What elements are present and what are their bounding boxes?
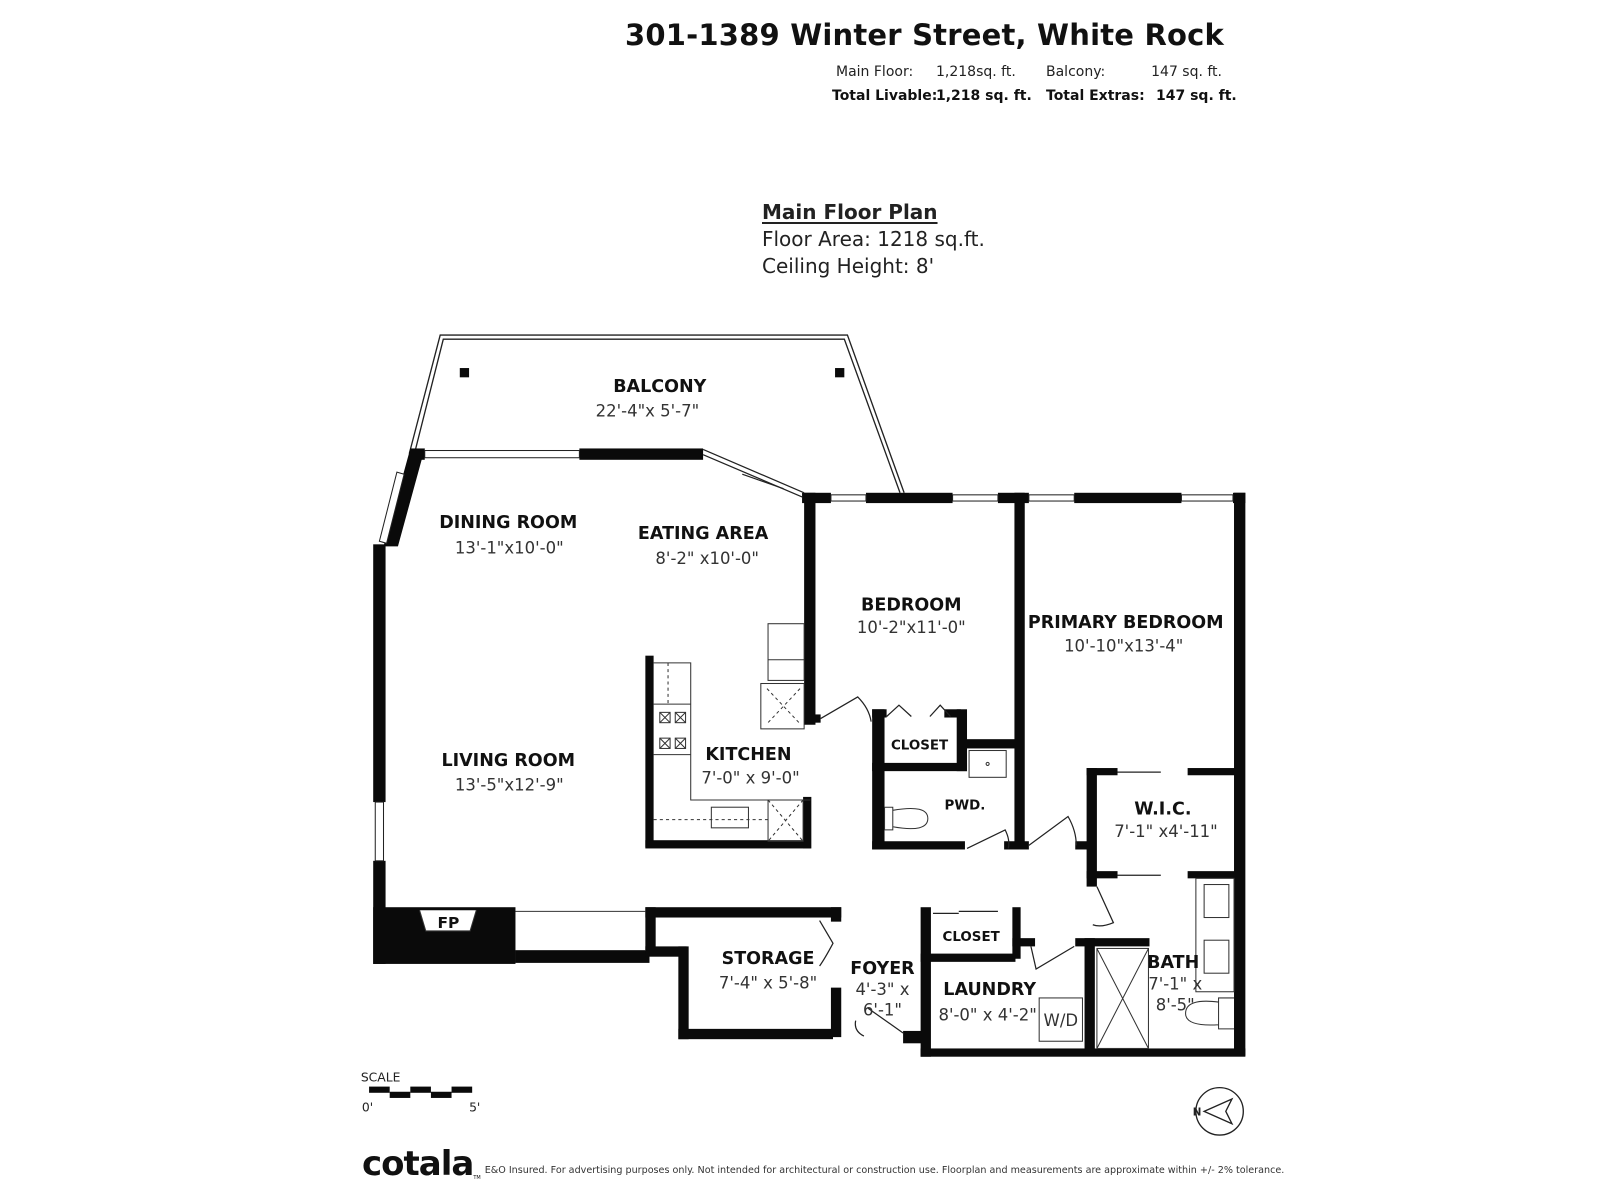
bath-name: BATH [1147, 953, 1199, 973]
bath-dims-line-2: 8'-5" [1156, 995, 1195, 1014]
scale-label: SCALE [361, 1070, 401, 1084]
disclaimer-text: E&O Insured. For advertising purposes on… [484, 1165, 1285, 1176]
total-livable-value: 1,218 sq. ft. [936, 88, 1032, 104]
eating-area-name: EATING AREA [638, 524, 769, 544]
storage-dims: 7'-4" x 5'-8" [719, 974, 817, 993]
cooktop-burners [659, 711, 687, 749]
floor-area: Floor Area: 1218 sq.ft. [762, 227, 985, 251]
foyer-dims-line-2: 6'-1" [863, 1000, 902, 1019]
fixtures [419, 623, 1235, 1049]
bedroom-closet-name: CLOSET [891, 738, 949, 753]
foyer-name: FOYER [850, 959, 915, 979]
area-summary-row-1: Main Floor: 1,218sq. ft. Balcony: 147 sq… [836, 64, 1222, 80]
total-extras-value: 147 sq. ft. [1156, 88, 1237, 104]
wic-name: W.I.C. [1134, 799, 1191, 819]
main-floor-label: Main Floor: [836, 64, 914, 80]
plan-title: Main Floor Plan [762, 200, 938, 224]
washer-dryer-label: W/D [1044, 1011, 1079, 1030]
footer: cotala TM E&O Insured. For advertising p… [362, 1147, 1284, 1181]
primary-bedroom-dims: 10'-10"x13'-4" [1064, 637, 1183, 656]
walls [373, 448, 1246, 1057]
wic-dims: 7'-1" x4'-11" [1114, 822, 1218, 841]
trademark-mark: TM [473, 1175, 481, 1181]
foyer-dims-line-1: 4'-3" x [855, 980, 909, 999]
primary-bedroom-name: PRIMARY BEDROOM [1028, 613, 1224, 633]
plan-info: Main Floor Plan Floor Area: 1218 sq.ft. … [762, 200, 985, 278]
north-compass-icon: N [1193, 1086, 1244, 1136]
total-livable-label: Total Livable: [832, 88, 938, 104]
balcony-name: BALCONY [613, 377, 706, 397]
powder-room-name: PWD. [945, 798, 986, 813]
living-room-name: LIVING ROOM [441, 751, 575, 771]
balcony-label: Balcony: [1046, 64, 1106, 80]
kitchen-name: KITCHEN [705, 745, 791, 765]
foyer-closet-name: CLOSET [943, 930, 1001, 945]
compass-north-label: N [1193, 1106, 1202, 1118]
dining-room-name: DINING ROOM [439, 513, 577, 533]
living-room-dims: 13'-5"x12'-9" [455, 776, 564, 795]
property-address: 301-1389 Winter Street, White Rock [625, 18, 1224, 52]
eating-area-dims: 8'-2" x10'-0" [655, 549, 759, 568]
bath-dims-line-1: 7'-1" x [1148, 975, 1202, 994]
balcony-dims: 22'-4"x 5'-7" [596, 401, 700, 420]
dining-room-dims: 13'-1"x10'-0" [455, 539, 564, 558]
ceiling-height: Ceiling Height: 8' [762, 254, 935, 278]
balcony-value: 147 sq. ft. [1151, 64, 1222, 80]
balcony-sliding-door [702, 448, 805, 498]
area-summary-row-2: Total Livable: 1,218 sq. ft. Total Extra… [832, 88, 1237, 104]
room-labels: BALCONY 22'-4"x 5'-7" DINING ROOM 13'-1"… [438, 377, 1224, 1030]
storage-name: STORAGE [722, 949, 815, 969]
laundry-dims: 8'-0" x 4'-2" [938, 1006, 1036, 1025]
kitchen-dims: 7'-0" x 9'-0" [701, 769, 799, 788]
windows [374, 449, 1234, 862]
scale-bar: SCALE 0' 5' [361, 1070, 481, 1114]
scale-end: 5' [469, 1100, 480, 1114]
balcony-outline [408, 334, 905, 494]
total-extras-label: Total Extras: [1046, 88, 1145, 104]
fireplace-label: FP [438, 914, 460, 932]
laundry-name: LAUNDRY [943, 980, 1036, 1000]
bedroom-dims: 10'-2"x11'-0" [857, 618, 966, 637]
scale-start: 0' [362, 1100, 373, 1114]
doors [819, 696, 1161, 1037]
balcony-post [835, 368, 845, 378]
balcony-post [459, 368, 470, 378]
bedroom-name: BEDROOM [861, 595, 962, 615]
main-floor-value: 1,218sq. ft. [936, 64, 1016, 80]
cotala-logo: cotala [362, 1144, 474, 1184]
